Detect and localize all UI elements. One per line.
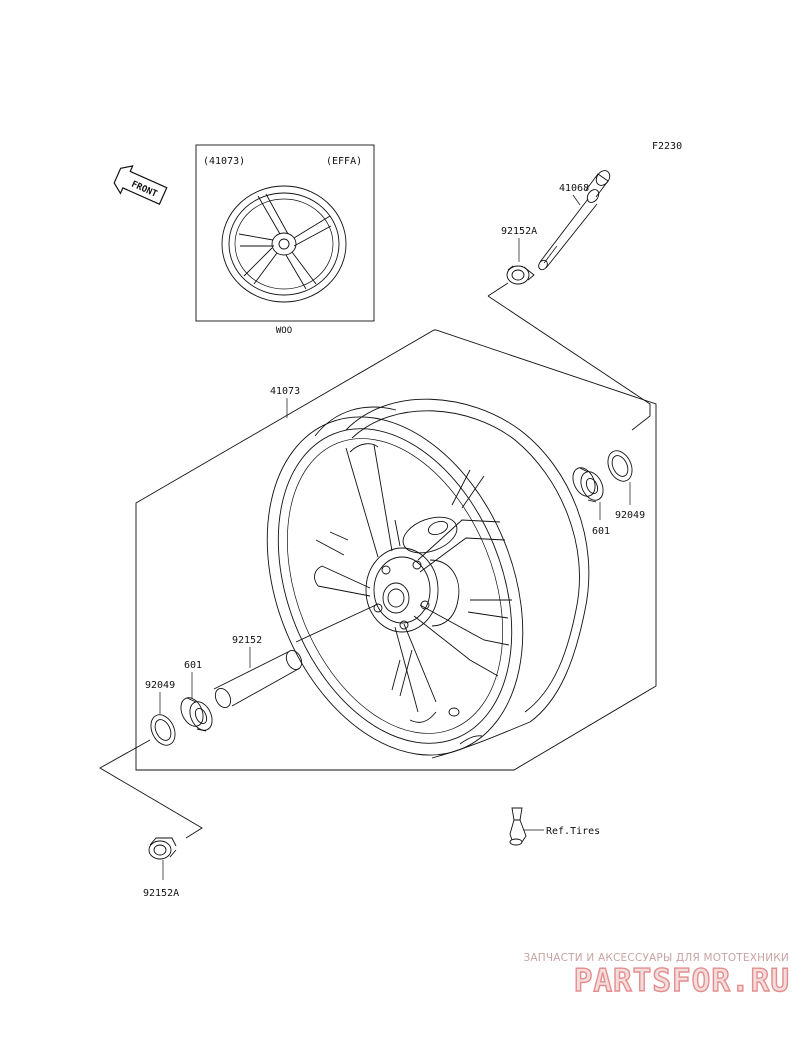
collar-left [148, 837, 177, 860]
callout-valve-reference: Ref.Tires [546, 826, 600, 837]
seal-right [607, 450, 633, 482]
callout-axle: 41068 [559, 183, 589, 194]
wheel-spokes [314, 443, 512, 723]
callout-seal-left: 92049 [145, 680, 175, 691]
watermark-caption: ЗАПЧАСТИ И АКСЕССУАРЫ ДЛЯ МОТОТЕХНИКИ [523, 952, 789, 964]
callout-spacer: 92152 [232, 635, 262, 646]
bearing-left [180, 697, 213, 732]
assembly-frame [135, 329, 657, 771]
inset-part-number: (41073) [203, 156, 245, 167]
collar-right [506, 265, 535, 285]
watermark-brand: PARTSFOR.RU [573, 963, 790, 999]
bearing-right [572, 467, 604, 503]
callout-seal-right: 92049 [615, 510, 645, 521]
callout-wheel: 41073 [270, 386, 300, 397]
inset-panel: (41073) (EFFA) WOO [195, 144, 375, 336]
frame-reference-label: F2230 [652, 141, 682, 152]
front-axle [538, 170, 611, 271]
callout-collar-right: 92152A [501, 226, 537, 237]
wheel-hub [365, 516, 460, 717]
hub-spacer [213, 650, 303, 708]
callout-bearing-left: 601 [184, 660, 202, 671]
inset-color-code: WOO [276, 326, 292, 336]
front-wheel-rim [266, 398, 590, 759]
callout-bearing-right: 601 [592, 526, 610, 537]
tire-valve-icon [509, 807, 544, 846]
inset-wheel-icon [221, 185, 347, 303]
callout-collar-left: 92152A [143, 888, 179, 899]
front-arrow-icon: FRONT [113, 165, 168, 205]
inset-variant: (EFFA) [326, 156, 362, 167]
seal-left [150, 714, 176, 746]
